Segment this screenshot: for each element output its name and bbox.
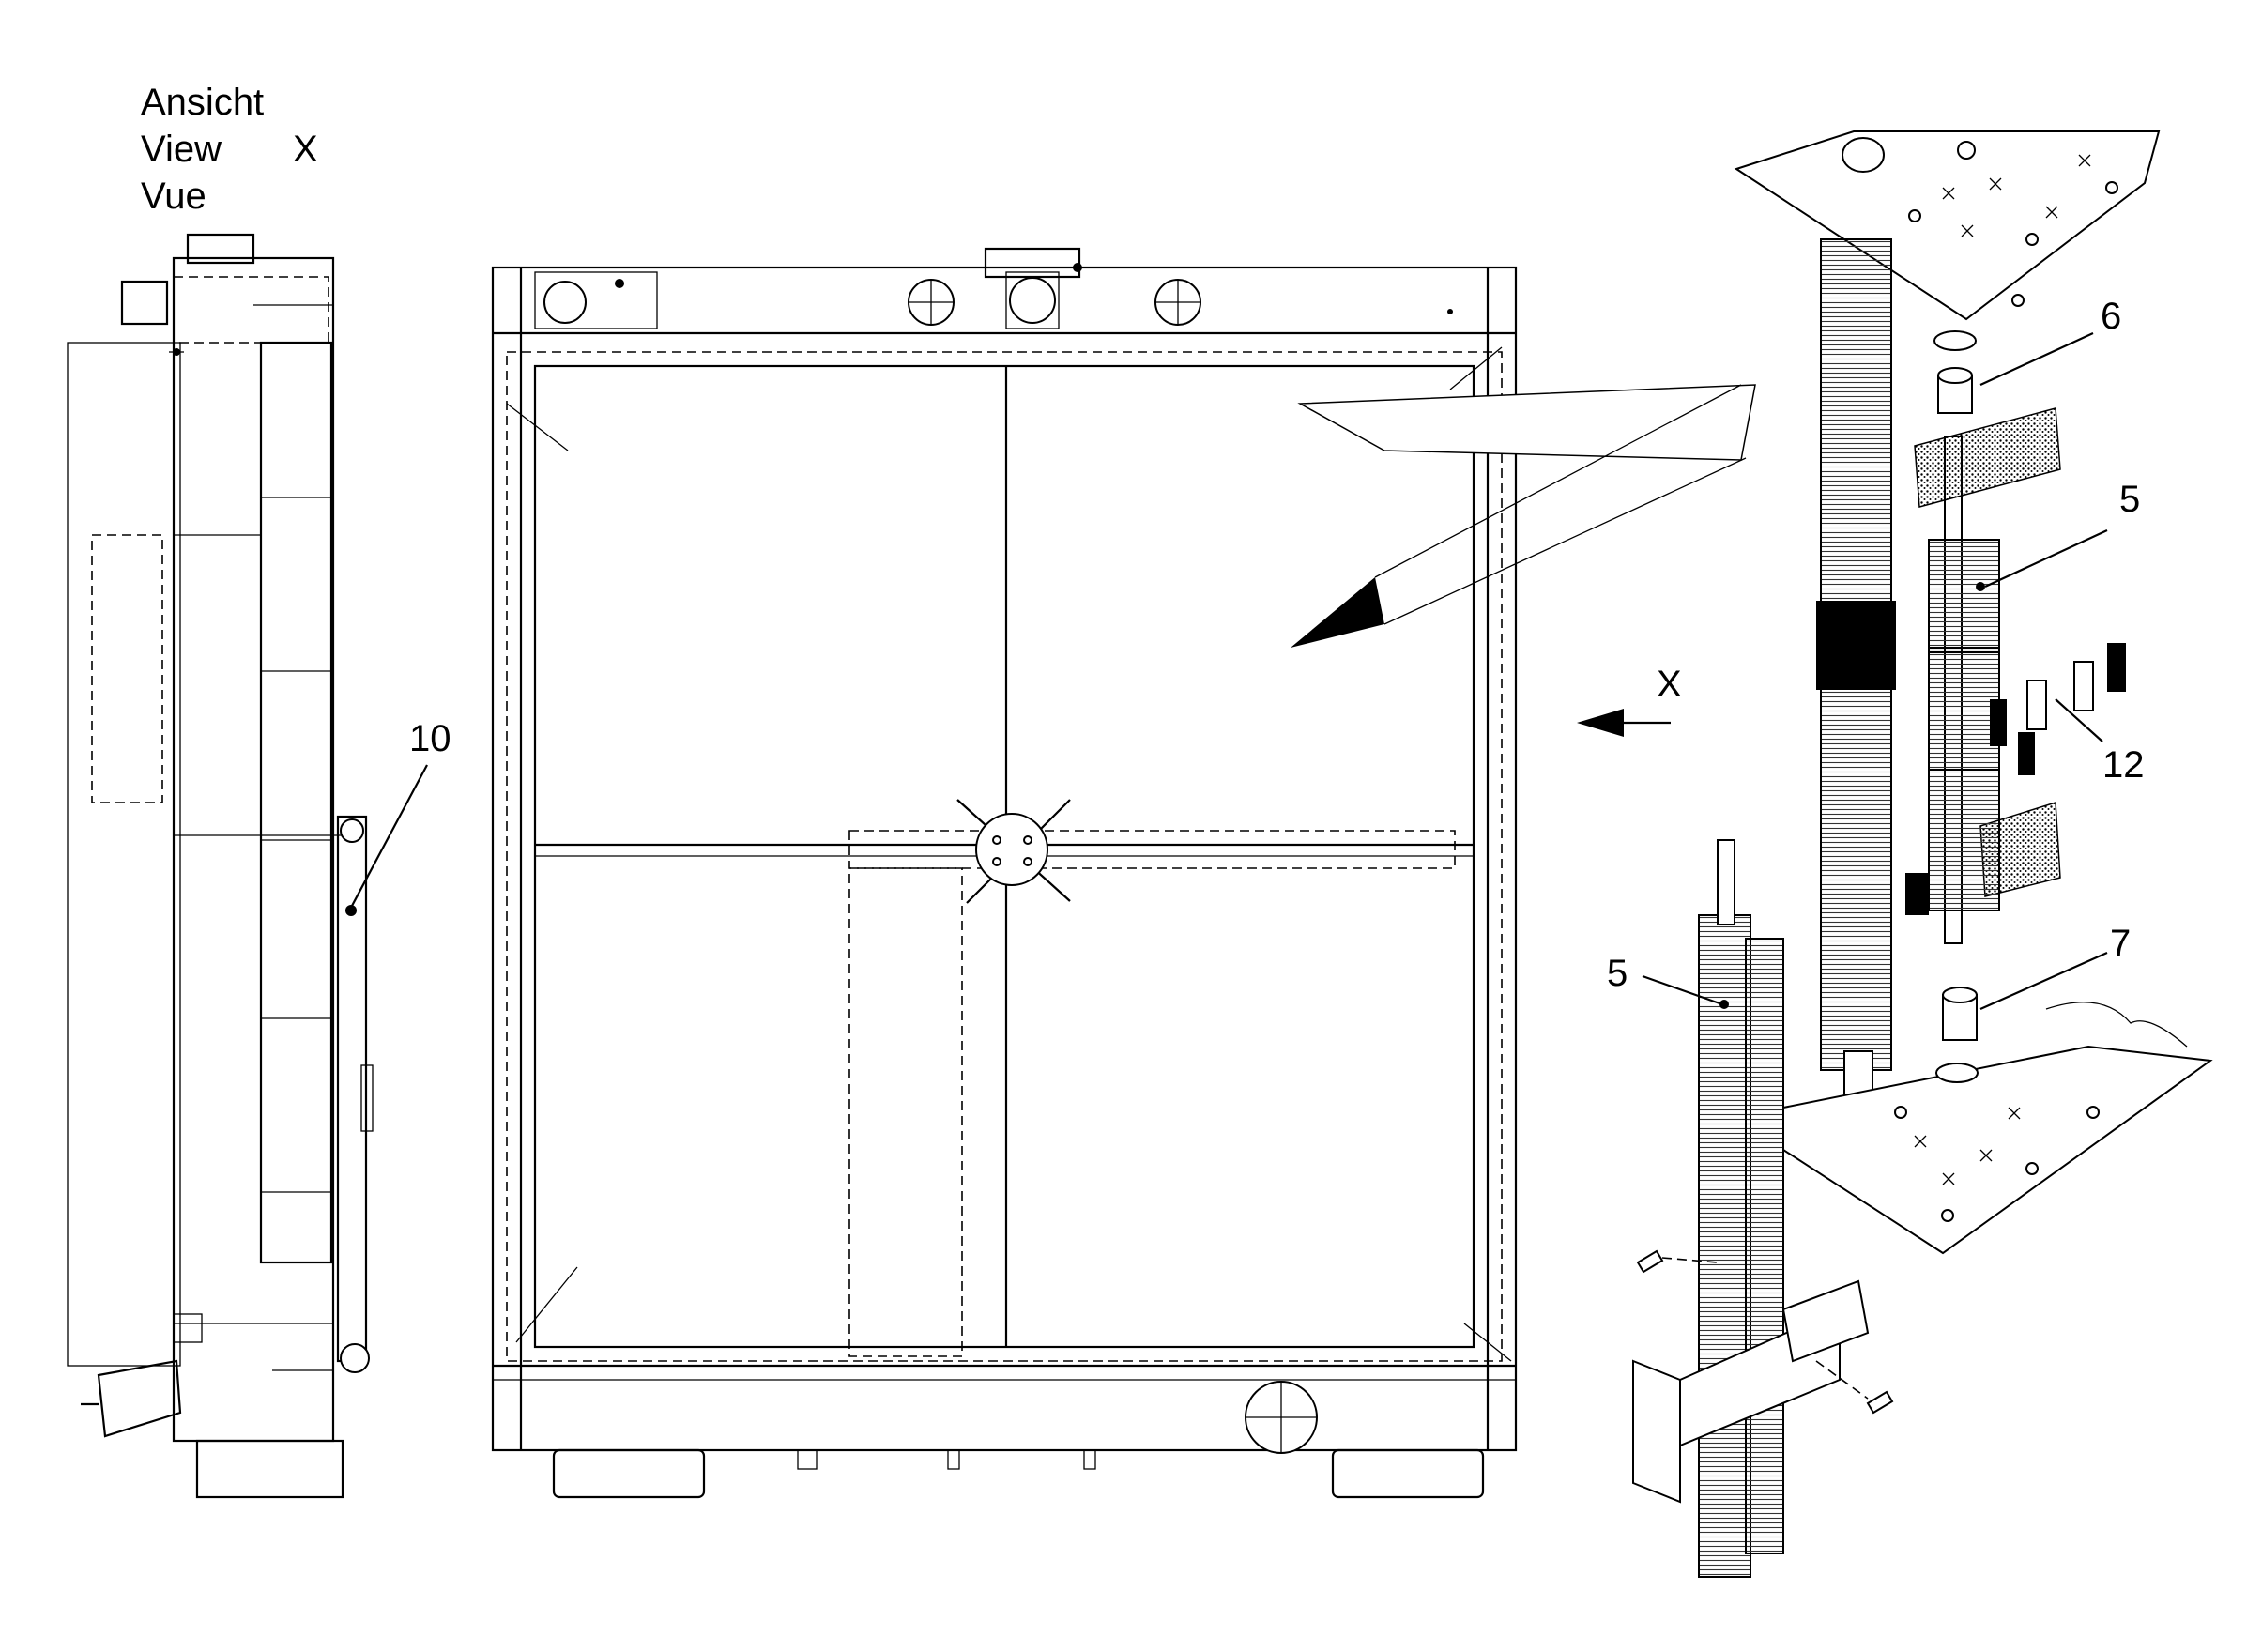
callout-10: 10 — [409, 718, 451, 759]
bracket-right — [1781, 1279, 1870, 1363]
side-rail-marker — [345, 905, 357, 916]
upper-seal-ring — [1933, 330, 1977, 351]
spacer-set — [1990, 643, 2126, 775]
middle-fin-block — [1928, 647, 2000, 771]
exploded-detail — [1632, 130, 2213, 1578]
view-direction-letter: X — [1657, 664, 1682, 705]
lower-fin-block — [1928, 769, 2000, 911]
view-direction-marker: X — [1577, 664, 1682, 737]
view-heading-letter: X — [293, 129, 318, 170]
front-view-center-hub — [975, 813, 1048, 886]
side-view-top-pipe — [120, 280, 169, 326]
callout-7: 7 — [2110, 923, 2131, 964]
side-view-housing — [67, 342, 181, 1367]
header-port-left — [543, 281, 587, 324]
view-direction-arrowhead — [1577, 709, 1624, 737]
tube-bundle-lower — [1698, 914, 1751, 1578]
view-heading-german: Ansicht — [141, 82, 264, 123]
side-view — [67, 233, 374, 1499]
view-heading-english: View — [141, 129, 222, 170]
callout-12: 12 — [2102, 744, 2145, 786]
view-heading: Ansicht View Vue X — [141, 82, 318, 217]
upper-fin-block — [1928, 539, 2000, 653]
view-heading-french: Vue — [141, 176, 206, 217]
lower-seal-ring — [1935, 1063, 1979, 1083]
callout-5-lower-leader — [1642, 974, 1723, 1006]
bolt-upper — [1636, 1249, 1664, 1274]
callout-5-lower: 5 — [1607, 953, 1628, 994]
callout-7-leader — [1979, 951, 2108, 1011]
top-mounting-plate — [1734, 130, 2161, 321]
header-port-center — [1009, 277, 1056, 324]
callout-10-leader — [351, 764, 428, 907]
front-view — [491, 247, 1518, 1499]
side-view-fin-frame — [259, 341, 333, 1264]
bracket-left — [1632, 1359, 1681, 1504]
callout-6-leader — [1979, 332, 2094, 386]
callout-6: 6 — [2101, 296, 2121, 337]
bolt-lower — [1866, 1390, 1894, 1415]
side-view-bottom-pipe — [97, 1359, 182, 1438]
side-view-base — [195, 1439, 344, 1499]
front-view-foot-right — [1331, 1448, 1485, 1499]
center-joint — [1816, 601, 1896, 690]
detail-pointer-arrow — [1291, 384, 1756, 648]
side-view-inspection-panel — [91, 534, 163, 803]
front-view-frame — [491, 266, 1518, 1452]
callout-12-leader — [2055, 698, 2103, 742]
front-view-foot-left — [552, 1448, 706, 1499]
callout-5-upper-leader — [1984, 529, 2108, 588]
callout-5-upper: 5 — [2119, 479, 2140, 520]
